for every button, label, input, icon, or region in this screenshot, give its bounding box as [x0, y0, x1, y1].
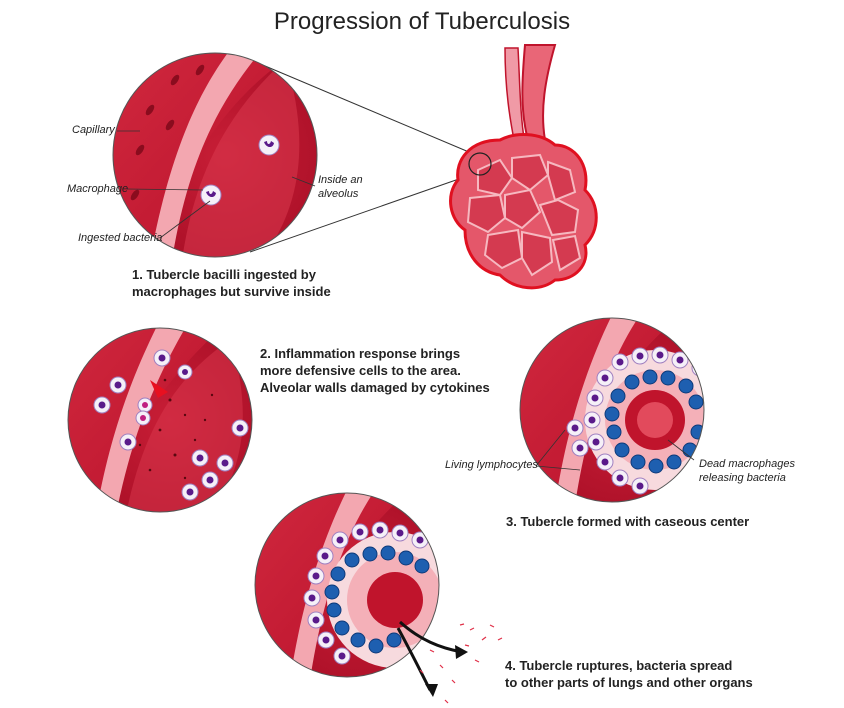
- macrophage-cell-2: [258, 134, 280, 156]
- ingested-bacteria-label: Ingested bacteria: [78, 232, 163, 244]
- stage1-pointers: [117, 130, 316, 239]
- inside-alveolus-label: Inside an alveolus: [318, 174, 363, 200]
- page-title: Progression of Tuberculosis: [273, 8, 571, 35]
- living-lymphocytes-label: Living lymphocytes: [445, 459, 538, 471]
- stage4-caption: 4. Tubercle ruptures, bacteria spread to…: [505, 658, 753, 690]
- stage4-outline: [254, 492, 440, 678]
- stage2-outline: [67, 327, 253, 513]
- spreading-bacteria: [419, 623, 503, 704]
- stage2-cells: [93, 349, 249, 501]
- stage1-outline: [112, 52, 318, 258]
- stage3-caption: 3. Tubercle formed with caseous center: [506, 514, 750, 529]
- capillary-label: Capillary: [72, 124, 115, 136]
- alveolus-cluster: [449, 44, 598, 290]
- stage3-outline: [519, 317, 705, 503]
- dead-macrophages-label: Dead macrophages releasing bacteria: [699, 458, 796, 484]
- macrophage-label: Macrophage: [67, 183, 129, 195]
- zoom-lines: [249, 62, 477, 253]
- stage1-circle: [113, 53, 317, 257]
- stage4-cells: [303, 521, 430, 665]
- arrow-heads: [425, 645, 468, 697]
- macrophage-cell: [200, 184, 222, 206]
- stage2-caption: 2. Inflammation response brings more def…: [260, 346, 490, 395]
- stage1-caption: 1. Tubercle bacilli ingested by macropha…: [132, 267, 331, 299]
- stage3-pointers: [535, 429, 695, 471]
